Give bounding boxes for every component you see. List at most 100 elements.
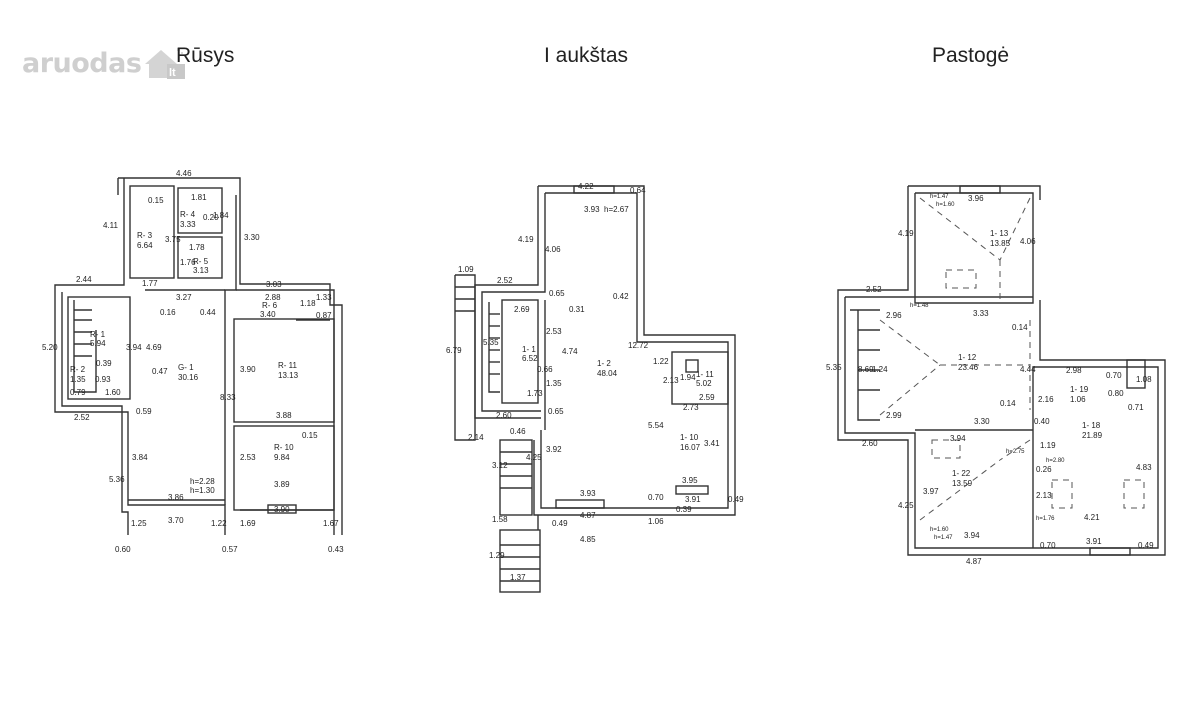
dim-label: 1.73 (527, 389, 543, 398)
dim-label: 1.29 (489, 551, 505, 560)
dim-label: 5.35 (483, 338, 499, 347)
dim-label: 4.06 (1020, 237, 1036, 246)
house-logo-icon: lt (145, 48, 186, 79)
dim-label: 4.85 (580, 535, 596, 544)
dim-label: 1.67 (323, 519, 339, 528)
room-id: 1- 2 (597, 359, 611, 368)
dim-label: 12.72 (628, 341, 649, 350)
room-area: 9.84 (274, 453, 290, 462)
attic-plan (837, 185, 1166, 556)
dim-label: 4.46 (176, 169, 192, 178)
dim-label: 2.69 (514, 305, 530, 314)
dim-label: 0.39 (676, 505, 692, 514)
dim-label: 5.36 (109, 475, 125, 484)
dim-label: h=1.30 (190, 486, 215, 495)
dim-label: 4.87 (966, 557, 982, 566)
dim-label: 3.70 (168, 516, 184, 525)
room-area: 48.04 (597, 369, 618, 378)
room-id: R- 2 (70, 365, 86, 374)
dim-label: h=2.67 (604, 205, 629, 214)
dim-label: 2.52 (497, 276, 513, 285)
dim-label: 2.52 (74, 413, 90, 422)
dim-label: 2.99 (886, 411, 902, 420)
dim-label: 0.40 (1034, 417, 1050, 426)
dim-label: 3.84 (132, 453, 148, 462)
dim-label: 0.79 (70, 388, 86, 397)
dim-label: 4.83 (1136, 463, 1152, 472)
height-label: h=2.75 (1006, 449, 1025, 455)
room-id: R- 3 (137, 231, 153, 240)
first-floor-plan (454, 185, 736, 593)
dim-label: 0.47 (152, 367, 168, 376)
dim-label: 4.74 (562, 347, 578, 356)
dim-label: 2.60 (862, 439, 878, 448)
dim-label: 2.96 (886, 311, 902, 320)
dim-label: 0.16 (160, 308, 176, 317)
dim-label: 1.77 (142, 279, 158, 288)
dim-label: 1.69 (240, 519, 256, 528)
room-area: 1.35 (70, 375, 86, 384)
dim-label: 0.15 (148, 196, 164, 205)
dim-label: 4.22 (578, 182, 594, 191)
dim-label: 0.49 (552, 519, 568, 528)
dim-label: 4.06 (545, 245, 561, 254)
dim-label: 3.91 (1086, 537, 1102, 546)
dim-label: 4.44 (1020, 365, 1036, 374)
dim-label: 1.33 (316, 293, 332, 302)
dim-label: 0.43 (328, 545, 344, 554)
dim-label: 3.75 (165, 235, 181, 244)
dim-label: 3.93 (584, 205, 600, 214)
dim-label: 3.93 (580, 489, 596, 498)
room-area: 6.52 (522, 354, 538, 363)
dim-label: 0.49 (1138, 541, 1154, 550)
dim-label: 2.44 (76, 275, 92, 284)
dim-label: 0.70 (648, 493, 664, 502)
height-label: h=2.80 (1046, 458, 1065, 464)
dim-label: h=2.28 (190, 477, 215, 486)
height-label: h=1.48 (910, 303, 929, 309)
plan-title-first-floor: I aukštas (544, 44, 629, 67)
dim-label: 8.33 (220, 393, 236, 402)
dim-label: 3.94 (964, 531, 980, 540)
dim-label: 3.94 (126, 343, 142, 352)
plan-title-attic: Pastogė (932, 44, 1010, 67)
dim-label: 0.66 (537, 365, 553, 374)
dim-label: 4.19 (898, 229, 914, 238)
height-label: h=1.47 (930, 194, 949, 200)
dim-label: 3.12 (492, 461, 508, 470)
basement-plan (54, 177, 343, 535)
dim-label: 4.25 (526, 453, 542, 462)
room-id: 1- 12 (958, 353, 977, 362)
height-label: h=1.60 (930, 527, 949, 533)
dim-label: 1.06 (648, 517, 664, 526)
dim-label: 0.20 (203, 213, 219, 222)
dim-label: 5.35 (826, 363, 842, 372)
dim-label: 2.60 (496, 411, 512, 420)
room-area: 30.16 (178, 373, 199, 382)
dim-label: 1.08 (1136, 375, 1152, 384)
dim-label: 1.09 (458, 265, 474, 274)
dim-label: 3.92 (546, 445, 562, 454)
dim-label: 2.59 (699, 393, 715, 402)
room-area: 3.13 (193, 266, 209, 275)
dim-label: 0.70 (1040, 541, 1056, 550)
room-id: 1- 18 (1082, 421, 1101, 430)
dim-label: 4.69 (146, 343, 162, 352)
dim-label: 0.87 (316, 311, 332, 320)
room-area: 5.02 (696, 379, 712, 388)
height-label: h=1.47 (934, 535, 953, 541)
room-id: 1- 11 (696, 370, 714, 379)
dim-label: 0.14 (1000, 399, 1016, 408)
dim-label: 0.46 (510, 427, 526, 436)
dim-label: 0.59 (136, 407, 152, 416)
dim-label: 3.88 (276, 411, 292, 420)
dim-label: 0.60 (115, 545, 131, 554)
dim-label: 2.52 (866, 285, 882, 294)
dim-label: 0.57 (222, 545, 238, 554)
dim-label: 1.94 (680, 373, 696, 382)
room-area: 21.89 (1082, 431, 1103, 440)
dim-label: 3.95 (682, 476, 698, 485)
dim-label: 4.11 (103, 221, 119, 230)
room-id: R- 10 (274, 443, 294, 452)
